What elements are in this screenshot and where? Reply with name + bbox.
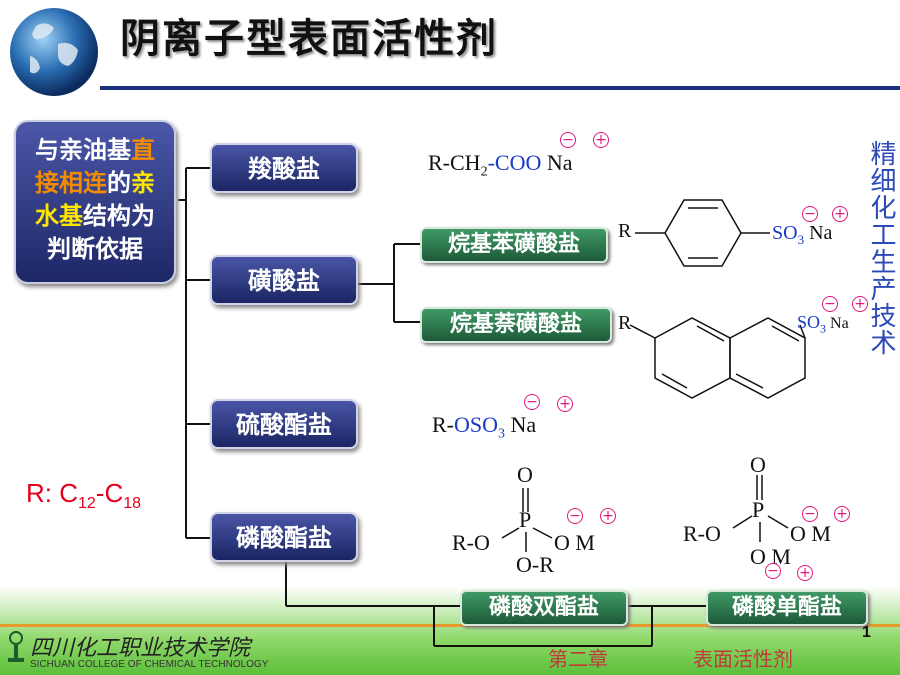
subject-label: 表面活性剂 (693, 647, 793, 671)
plus-charge-icon: + (593, 132, 609, 148)
plus-charge-icon: + (852, 296, 868, 312)
formula-naphthalene-r: R (618, 312, 632, 334)
minus-charge-icon: − (765, 563, 781, 579)
vertical-course-title: 精细化工生产技术 (866, 140, 896, 356)
formula-naphthalene-sulfonate: SO3 Na (797, 312, 849, 336)
criterion-note: 与亲油基直 接相连的亲 水基结构为 判断依据 (14, 120, 176, 284)
plus-charge-icon: + (600, 508, 616, 524)
minus-charge-icon: − (560, 132, 576, 148)
minus-charge-icon: − (802, 206, 818, 222)
globe-icon (10, 8, 98, 96)
note-highlight-connected: 接相连 (35, 169, 107, 197)
college-name-cn: 四川化工职业技术学院 (30, 636, 251, 661)
r-chain-label: R: C12-C18 (26, 478, 142, 513)
page-number: 1 (862, 624, 871, 641)
minus-charge-icon: − (567, 508, 583, 524)
note-text: 的 (107, 169, 131, 197)
category-carboxylate: 羧酸盐 (210, 143, 358, 193)
plus-charge-icon: + (557, 396, 573, 412)
category-sulfate: 硫酸酯盐 (210, 399, 358, 449)
title-underline (100, 86, 900, 90)
note-highlight-direct: 直 (131, 136, 155, 164)
chapter-label: 第二章 (548, 647, 608, 671)
plus-charge-icon: + (832, 206, 848, 222)
formula-benzene-r: R (618, 220, 632, 242)
formula-sulfate: R-OSO3 Na (432, 412, 537, 442)
sub-phosphate-diester: 磷酸双酯盐 (460, 590, 628, 626)
formula-carboxylate: R-CH2-COO Na (428, 150, 573, 180)
formula-monoester-oxygen: O (750, 452, 766, 477)
note-text: 结构为 (83, 202, 155, 230)
sub-alkylnaphthalene-sulfonate: 烷基萘磺酸盐 (420, 307, 612, 343)
plus-charge-icon: + (834, 506, 850, 522)
sub-alkylbenzene-sulfonate: 烷基苯磺酸盐 (420, 227, 608, 263)
formula-monoester-ro: R-O (683, 521, 721, 546)
formula-diester-ro: R-O (452, 530, 490, 555)
formula-benzene-sulfonate: SO3 Na (772, 222, 833, 247)
category-phosphate: 磷酸酯盐 (210, 512, 358, 562)
minus-charge-icon: − (822, 296, 838, 312)
footer-divider (0, 624, 900, 627)
college-logo-icon (8, 631, 24, 662)
minus-charge-icon: − (524, 394, 540, 410)
plus-charge-icon: + (797, 565, 813, 581)
college-name-en: SICHUAN COLLEGE OF CHEMICAL TECHNOLOGY (30, 659, 269, 670)
category-sulfonate: 磺酸盐 (210, 255, 358, 305)
formula-monoester-phosphorus: P (752, 497, 765, 522)
formula-diester-om: O M (554, 530, 595, 555)
sub-phosphate-monoester: 磷酸单酯盐 (706, 590, 868, 626)
note-highlight-hydrophilic: 亲 (131, 169, 155, 197)
note-text: 与亲油基 (35, 136, 131, 164)
formula-diester-or: O-R (516, 552, 554, 577)
formula-diester-oxygen: O (517, 462, 533, 487)
page-title: 阴离子型表面活性剂 (120, 16, 498, 62)
minus-charge-icon: − (802, 506, 818, 522)
note-highlight-group: 水基 (35, 202, 83, 230)
note-text: 判断依据 (47, 235, 143, 263)
formula-diester-phosphorus: P (519, 507, 532, 532)
formula-monoester-om: O M (790, 521, 831, 546)
